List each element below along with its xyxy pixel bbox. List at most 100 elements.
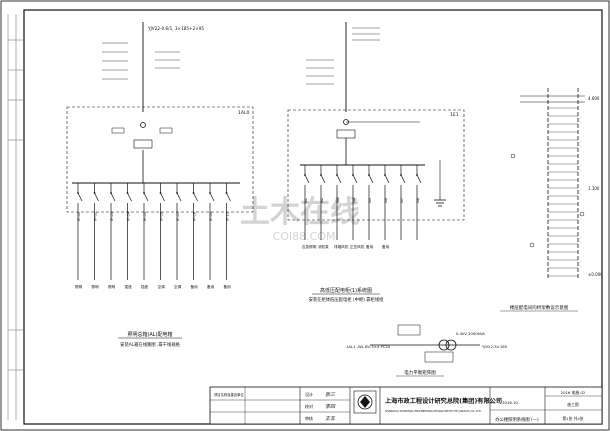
mid-feeders: N1 应急照明 N2 消防泵 N3 排烟风机 N4 正压风机 N5 备用 N6 备用 N7 N8 <box>302 165 422 249</box>
left-feeder-label: IP-09 <box>209 211 213 221</box>
left-feeder: IP-06 空调 <box>158 183 166 289</box>
left-feeder: IP-07 空调 <box>174 183 182 289</box>
left-load-label: 插座 <box>141 284 149 289</box>
bottom-right-label-2: YJV22-3×185 <box>482 344 508 349</box>
left-feeders: IP-01 照明 IP-02 照明 IP-03 照明 IP-04 插座 IP-05 插座 IP-06… <box>75 183 231 289</box>
left-feeder: IP-05 插座 <box>141 183 149 289</box>
binding-strip <box>7 14 24 420</box>
mid-dashed-box <box>287 109 465 221</box>
drawing-date: 2016.10 <box>502 400 518 405</box>
mid-feeder: N6 备用 <box>382 165 390 249</box>
drawing-number: 2016 电施-02 <box>561 390 586 395</box>
floor-tag-2: 1.100 <box>588 186 600 191</box>
left-load-label: 照明 <box>75 284 83 289</box>
left-feeder: IP-04 插座 <box>125 183 133 289</box>
company-logo <box>353 390 377 414</box>
watermark-text: 土木在线 <box>240 195 360 230</box>
signature-1: 张三 <box>325 391 336 398</box>
left-load-label: 备用 <box>224 284 232 289</box>
mid-feeder: N3 排烟风机 <box>334 165 349 249</box>
mid-feeder: N1 应急照明 <box>302 165 317 249</box>
riser-rungs <box>548 107 578 277</box>
left-load-label: 照明 <box>92 284 100 289</box>
mid-load-label: 排烟风机 <box>334 244 349 249</box>
role-3: 审核 <box>305 415 313 421</box>
left-panel-subtitle: 安装AL箱在线路图 ,靠干线规格 <box>120 341 180 348</box>
transformer-coil-a <box>438 339 450 351</box>
mid-feeder: N4 正压风机 <box>350 165 365 249</box>
mid-panel-title: 高低压配电柜(1)系统图 <box>320 287 372 294</box>
bottom-diagram-title: 电力平衡矩阵图 <box>404 369 436 376</box>
mid-feeder-label: N3 <box>336 198 340 203</box>
left-feeder: IP-10 备用 <box>224 183 232 289</box>
left-feeder: IP-08 备用 <box>191 183 199 289</box>
mid-feeder-label: N5 <box>368 198 372 203</box>
right-panel: 4.600 1.100 ±0.000 楼层配电间的桥架敷设示意图 <box>500 88 603 312</box>
left-load-label: 备用 <box>191 284 199 289</box>
left-incoming-label: YJV22-0.6/1, 3×185+2×95 <box>147 26 204 31</box>
mid-feeder-label: N7 <box>400 198 404 203</box>
mid-feeder-label: N6 <box>384 197 388 203</box>
bottom-left-label: 1AL1 -WL BV-3×4 PC20 <box>346 344 391 349</box>
left-panel: YJV22-0.6/1, 3×185+2×95 1AL0 IP-01照明IP-0… <box>66 22 254 348</box>
left-dashed-box <box>66 106 254 213</box>
mid-panel-subtitle: 安装在柜体低压配电柜 (中继) 靠柜线组 <box>309 296 385 303</box>
role-1: 设计 <box>305 391 313 397</box>
mid-load-label: 正压风机 <box>350 244 365 249</box>
watermark-sub: COI88.COM <box>273 230 336 243</box>
left-load-label: 插座 <box>125 284 133 289</box>
transformer-coil-b <box>445 339 457 351</box>
left-load-label: 照明 <box>108 284 116 289</box>
left-feeder-label: IP-08 <box>193 211 197 221</box>
signature-3: 王五 <box>325 416 336 422</box>
left-load-label: 空调 <box>158 284 166 289</box>
mid-feeder-label: N2 <box>320 198 324 203</box>
mid-load-label: 备用 <box>382 244 390 249</box>
left-feeder-label: IP-06 <box>160 211 164 221</box>
left-feeder-label: IP-05 <box>143 212 147 221</box>
mid-box-tag: 1E1 <box>450 112 459 118</box>
bottom-diagram: 1AL1 -WL BV-3×4 PC20 0.4kV 1000kVA YJV22… <box>346 324 508 377</box>
left-feeder: IP-01 照明 <box>75 183 83 289</box>
left-text-block <box>102 42 180 80</box>
left-feeder-label: IP-02 <box>94 212 98 221</box>
mid-feeder: N8 <box>416 165 422 240</box>
drawing-phase: 施工图 <box>567 402 579 407</box>
right-panel-title: 楼层配电间的桥架敷设示意图 <box>510 304 569 311</box>
project-note: 项目名称及建设单位 <box>214 392 244 397</box>
left-feeder-label: IP-01 <box>77 212 81 221</box>
watermark: 土木在线 COI88.COM <box>240 195 360 243</box>
left-feeder: IP-09 备用 <box>207 183 215 289</box>
mid-feeder-label: N8 <box>416 197 420 203</box>
company-name: 上海市政工程设计研究总院(集团)有限公司 <box>385 397 502 405</box>
role-2: 校对 <box>305 403 313 409</box>
bottom-right-label: 0.4kV 1000kVA <box>456 331 485 336</box>
left-feeder-label: IP-07 <box>176 212 180 221</box>
title-block: 项目名称及建设单位 设计 校对 审核 张三 李四 王五 上海市政工程设计研究总院… <box>209 386 603 425</box>
mid-text-block <box>306 27 380 85</box>
floor-tag-1: 4.600 <box>588 96 600 101</box>
left-feeder: IP-03 照明 <box>108 183 116 289</box>
left-box-tag: 1AL0 <box>238 110 249 116</box>
left-load-label: 备用 <box>207 284 215 289</box>
left-feeder-label: IP-10 <box>226 211 230 221</box>
company-name-en: SHANGHAI MUNICIPAL ENGINEERING DESIGN IN… <box>385 409 482 413</box>
left-panel-title: 照明总箱(AL)配电箱 <box>127 331 172 338</box>
mid-load-label: 备用 <box>366 244 374 249</box>
drawing-title: 办公楼照明系统图 (一) <box>495 416 539 423</box>
mid-feeder: N7 <box>400 165 406 240</box>
mid-feeder-label: N4 <box>352 197 356 203</box>
left-feeder: IP-02 照明 <box>92 183 100 289</box>
mid-feeder-label: N1 <box>304 198 308 203</box>
mid-load-label: 消防泵 <box>318 244 329 249</box>
left-load-label: 空调 <box>174 284 182 289</box>
mid-feeder: N5 备用 <box>366 165 374 249</box>
mid-feeder: N2 消防泵 <box>318 165 329 249</box>
left-feeder-label: IP-03 <box>110 212 114 221</box>
mid-load-label: 应急照明 <box>302 244 317 249</box>
drawing-sheet: 第1张 共4张 <box>562 416 583 421</box>
floor-tag-3: ±0.000 <box>588 272 603 277</box>
left-feeder-label: IP-04 <box>127 211 131 221</box>
